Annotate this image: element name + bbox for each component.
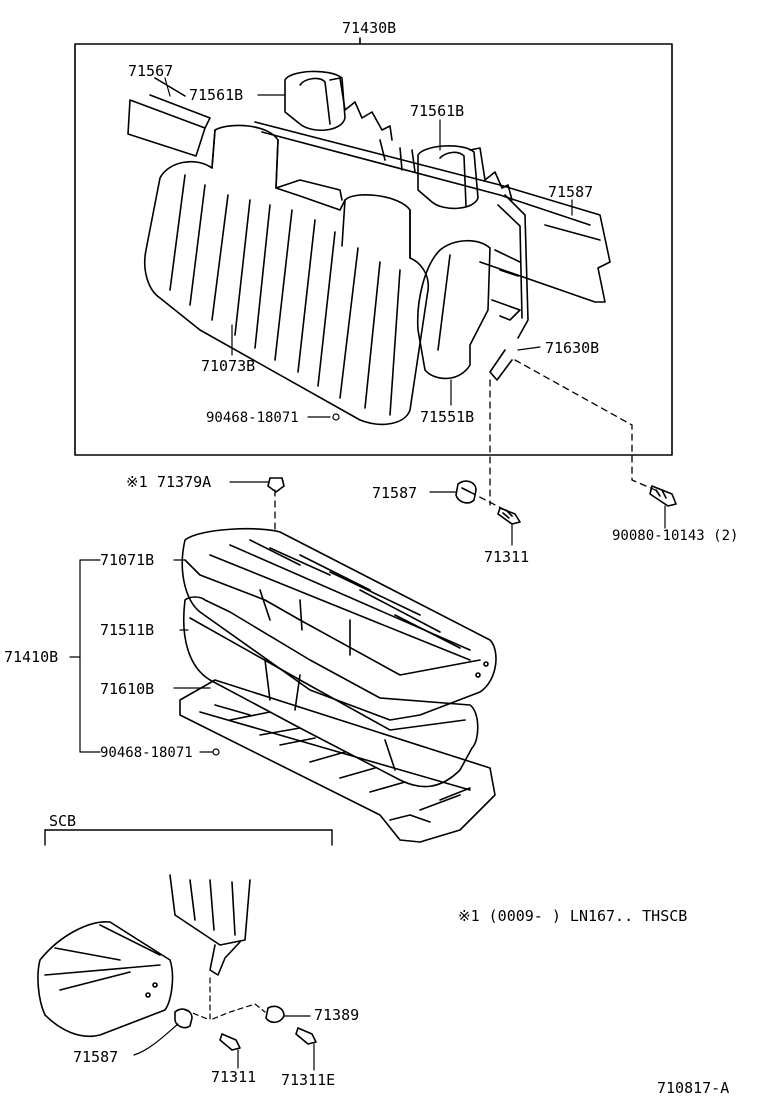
cushion-leader-lines [69, 559, 220, 756]
headrest-right-drawing [417, 145, 479, 210]
label-board-71587: 71587 [548, 183, 594, 201]
label-cushion-frame: 71610B [100, 680, 155, 698]
label-scb-screw-e: 71311E [281, 1071, 336, 1089]
label-side-pad: 71551B [420, 408, 475, 426]
scb-dashed-lines [184, 977, 266, 1021]
cushion-frame-drawing [179, 679, 496, 843]
cushion-cover-drawing [181, 527, 497, 721]
label-headrest-right: 71561B [410, 102, 465, 120]
scb-parts-drawing [174, 1005, 317, 1051]
label-headrest-left: 71561B [189, 86, 244, 104]
label-cushion-assy: 71410B [4, 648, 59, 666]
label-back-cover: 71073B [201, 357, 256, 375]
back-cover-drawing [144, 124, 430, 426]
label-clip-71379a: 71379A [157, 473, 212, 491]
label-marker-note: ※1 [126, 473, 148, 491]
back-frame-drawing [254, 77, 611, 381]
scb-seat-drawing [37, 921, 174, 1038]
label-bolt-90080: 90080-10143 (2) [612, 528, 739, 544]
label-scb-cover: 71587 [73, 1048, 119, 1066]
cover-71587-drawing [429, 480, 477, 504]
drawing-id: 710817-A [657, 1079, 730, 1097]
backrest-leader-lines [164, 77, 573, 421]
footnote-model-range: ※1 (0009- ) LN167.. THSCB [458, 907, 688, 925]
scb-section-frame [44, 829, 333, 846]
backrest-group-frame [74, 37, 673, 456]
label-hinge-bracket: 71630B [545, 339, 600, 357]
side-pad-drawing [416, 239, 491, 380]
board-71567-drawing [127, 77, 211, 157]
cushion-pad-drawing [182, 596, 479, 788]
label-hog-ring-back: 90468-18071 [206, 410, 299, 426]
label-backrest-assy: 71430B [342, 19, 397, 37]
bolt-90080-drawing [649, 485, 677, 529]
label-hog-ring-cushion: 90468-18071 [100, 745, 193, 761]
headrest-left-drawing [284, 70, 346, 131]
label-cushion-cover: 71071B [100, 551, 155, 569]
screw-71311-drawing [497, 507, 521, 546]
label-scb-screw: 71311 [211, 1068, 257, 1086]
label-board-71567: 71567 [128, 62, 174, 80]
scb-backrest-drawing [169, 874, 251, 976]
label-cushion-pad: 71511B [100, 621, 155, 639]
label-screw-71311: 71311 [484, 548, 530, 566]
label-cover-71587: 71587 [372, 484, 418, 502]
assembly-dashed-lines [274, 359, 661, 531]
scb-leader-lines [133, 1015, 315, 1071]
scb-section-title: SCB [49, 812, 77, 830]
label-scb-nut: 71389 [314, 1006, 360, 1024]
clip-71379a-drawing [229, 477, 285, 493]
